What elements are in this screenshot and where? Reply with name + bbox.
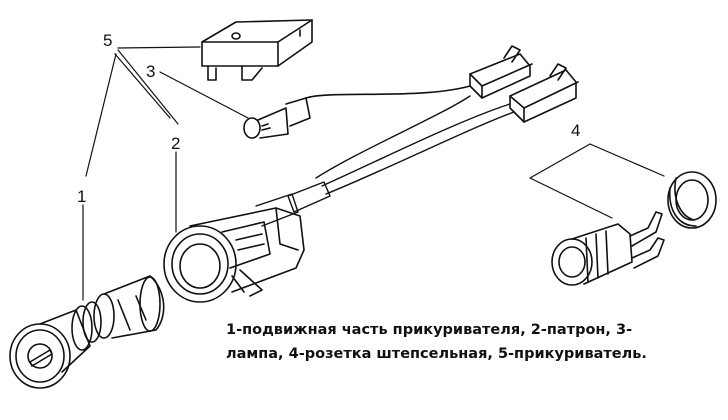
label-2: 2 (171, 134, 180, 153)
leader-lines (82, 46, 665, 301)
bulb-cover (201, 19, 313, 81)
part-number-labels: 5 3 2 1 4 (77, 31, 580, 206)
caption-line-2: лампа, 4-розетка штепсельная, 5-прикурив… (226, 346, 647, 362)
socket-housing (163, 207, 305, 303)
label-4: 4 (571, 121, 580, 140)
label-3: 3 (146, 62, 155, 81)
plug-socket (551, 211, 665, 286)
label-1: 1 (77, 187, 86, 206)
wires (255, 95, 515, 227)
ring-nut (667, 171, 717, 229)
caption-line-1: 1-подвижная часть прикуривателя, 2-патро… (226, 322, 633, 338)
diagram-caption: 1-подвижная часть прикуривателя, 2-патро… (226, 318, 696, 366)
connectors (469, 45, 579, 123)
label-5: 5 (103, 31, 112, 50)
lamp (243, 85, 471, 139)
lighter-plug (9, 275, 165, 389)
